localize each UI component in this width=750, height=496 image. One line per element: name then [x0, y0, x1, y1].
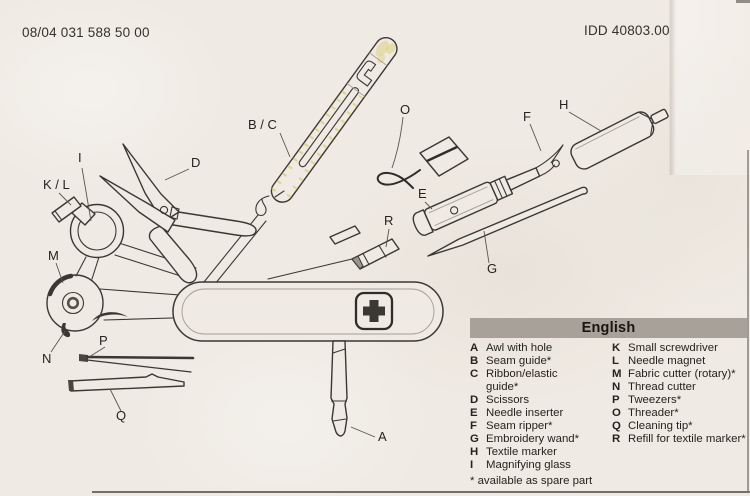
legend-row: I Magnifying glass	[470, 459, 612, 472]
legend-row: P Tweezers*	[612, 394, 747, 407]
needle-inserter-seam-ripper-drawing	[412, 144, 564, 236]
diagram-callout-E: E	[418, 186, 427, 201]
document-code-right: IDD 40803.00	[584, 23, 670, 38]
legend-item-key: R	[612, 433, 621, 445]
threader-drawing	[376, 136, 469, 189]
diagram-callout-I: I	[78, 150, 82, 165]
legend-item-key: N	[612, 381, 621, 393]
embroidery-wand-drawing	[427, 186, 588, 257]
diagram-callout-O: O	[400, 102, 410, 117]
legend-item-label: Threader*	[628, 407, 679, 419]
tweezers-drawing	[79, 354, 195, 373]
diagram-callout-H: H	[559, 97, 568, 112]
seam-ripper-ball	[551, 159, 560, 168]
legend-footnote: * available as spare part	[470, 475, 593, 487]
cleaning-tip-drawing	[68, 373, 185, 392]
legend-row: A Awl with hole	[470, 342, 612, 355]
legend-item-label: Ribbon/elastic guide*	[486, 368, 558, 393]
legend-item-key: F	[470, 420, 477, 432]
legend-row: C Ribbon/elastic guide*	[470, 368, 612, 394]
legend-row: H Textile marker	[470, 446, 612, 459]
legend-item-key: K	[612, 342, 621, 354]
legend-item-label: Textile marker	[486, 446, 557, 458]
diagram-callout-A: A	[378, 429, 387, 444]
magnifying-glass-drawing	[51, 196, 125, 259]
legend-row: E Needle inserter	[470, 407, 612, 420]
legend-item-label: Magnifying glass	[486, 459, 571, 471]
legend-item-key: D	[470, 394, 479, 406]
scan-artifact-bottom	[92, 490, 750, 493]
diagram-callout-R: R	[384, 213, 393, 228]
textile-marker-drawing	[570, 108, 669, 170]
legend-item-key: A	[470, 342, 479, 354]
legend-item-label: Refill for textile marker*	[628, 433, 746, 445]
legend-row: D Scissors	[470, 394, 612, 407]
legend-item-label: Embroidery wand*	[486, 433, 580, 445]
legend-item-label: Thread cutter	[628, 381, 696, 393]
diagram-callout-N: N	[42, 351, 51, 366]
knife-body-drawing	[172, 281, 444, 342]
legend-item-label: Seam ripper*	[486, 420, 553, 432]
legend-item-label: Needle magnet	[628, 355, 706, 367]
diagram-callout-M: M	[48, 248, 59, 263]
legend-item-key: E	[470, 407, 478, 419]
legend-row: Q Cleaning tip*	[612, 420, 747, 433]
diagram-callout-F: F	[523, 109, 531, 124]
refill-drawing	[267, 225, 400, 280]
scan-artifact-corner	[736, 0, 750, 3]
document-code-left: 08/04 031 588 50 00	[22, 25, 150, 40]
scissors-drawing	[99, 143, 257, 284]
legend-item-key: G	[470, 433, 479, 445]
legend-item-key: H	[470, 446, 479, 458]
legend-item-label: Seam guide*	[486, 355, 552, 367]
legend-row: K Small screwdriver	[612, 342, 747, 355]
diagram-callout-P: P	[99, 333, 108, 348]
legend-row: N Thread cutter	[612, 381, 747, 394]
legend-item-label: Tweezers*	[628, 394, 682, 406]
fabric-cutter-drawing	[46, 273, 128, 338]
legend-item-key: L	[612, 355, 619, 367]
legend-item-label: Small screwdriver	[628, 342, 718, 354]
leader-lines	[50, 111, 602, 438]
diagram-callout-BC: B / C	[248, 117, 277, 132]
legend-row: G Embroidery wand*	[470, 433, 612, 446]
legend-row: R Refill for textile marker*	[612, 433, 747, 446]
diagram-callout-KL: K / L	[43, 177, 70, 192]
legend-title: English	[470, 318, 747, 338]
legend-item-label: Needle inserter	[486, 407, 564, 419]
legend-item-label: Scissors	[486, 394, 530, 406]
legend-item-key: C	[470, 368, 479, 380]
legend-row: F Seam ripper*	[470, 420, 612, 433]
legend-row: L Needle magnet	[612, 355, 747, 368]
seam-guide-drawing	[255, 37, 398, 217]
legend-item-key: M	[612, 368, 622, 380]
scan-artifact-right	[747, 150, 749, 491]
scissors-pivot-screw	[169, 206, 180, 220]
threader-wire-loop	[376, 169, 421, 189]
awl-drawing	[330, 340, 348, 437]
diagram-callout-Q: Q	[116, 408, 126, 423]
diagram-callout-G: G	[487, 261, 497, 276]
legend-row: O Threader*	[612, 407, 747, 420]
legend-item-key: O	[612, 407, 621, 419]
legend-item-key: B	[470, 355, 479, 367]
legend-item-label: Fabric cutter (rotary)*	[628, 368, 736, 380]
legend-item-key: I	[470, 459, 474, 471]
diagram-callout-D: D	[191, 155, 200, 170]
legend-row: B Seam guide*	[470, 355, 612, 368]
needle-inserter-hole	[450, 206, 459, 215]
legend-row: M Fabric cutter (rotary)*	[612, 368, 747, 381]
legend-item-label: Cleaning tip*	[628, 420, 693, 432]
legend-item-key: P	[612, 394, 620, 406]
legend-item-key: Q	[612, 420, 621, 432]
legend-item-label: Awl with hole	[486, 342, 553, 354]
